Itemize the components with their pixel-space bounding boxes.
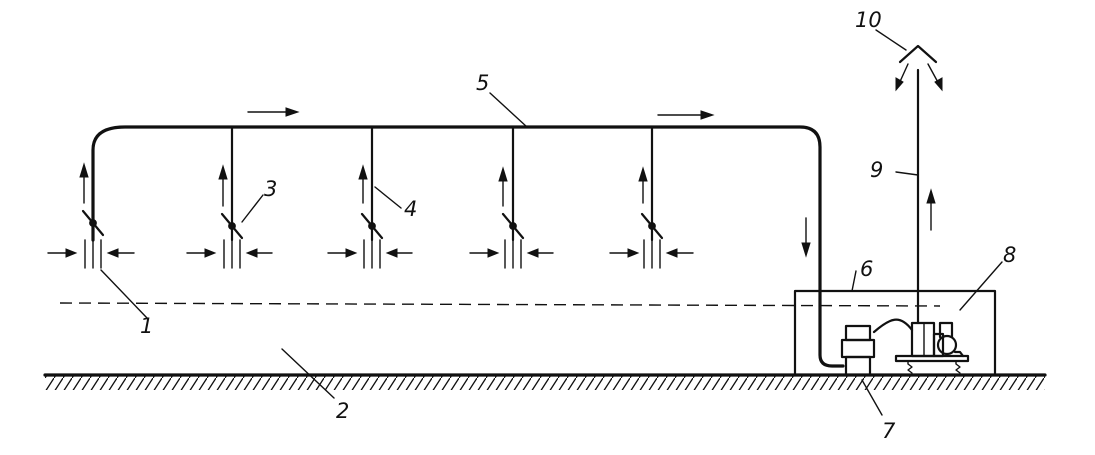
risers xyxy=(230,125,654,242)
intake-unit xyxy=(640,212,664,269)
label-6: 6 xyxy=(860,257,873,281)
intake-unit xyxy=(220,212,244,269)
building xyxy=(793,289,997,377)
exhaust-stack xyxy=(895,44,943,325)
leader-lines xyxy=(100,29,1003,416)
ground xyxy=(43,373,1047,390)
number-labels: 1 2 3 4 5 6 7 8 9 10 xyxy=(140,8,1016,443)
label-8: 8 xyxy=(1003,243,1016,267)
label-10: 10 xyxy=(855,8,882,32)
intake-unit xyxy=(81,209,105,269)
intake-unit xyxy=(501,212,525,269)
label-3: 3 xyxy=(264,177,277,201)
label-4: 4 xyxy=(404,197,417,221)
scrubber-unit xyxy=(894,321,970,374)
fan-unit xyxy=(840,318,914,377)
flow-arrows xyxy=(47,107,936,258)
intake-unit xyxy=(360,212,384,269)
level-line xyxy=(59,302,941,307)
collector-pipe xyxy=(91,125,845,368)
label-9: 9 xyxy=(870,158,883,182)
label-2: 2 xyxy=(336,399,349,423)
intake-units xyxy=(81,209,664,269)
label-5: 5 xyxy=(476,71,489,95)
label-1: 1 xyxy=(140,314,153,338)
label-7: 7 xyxy=(882,419,896,443)
